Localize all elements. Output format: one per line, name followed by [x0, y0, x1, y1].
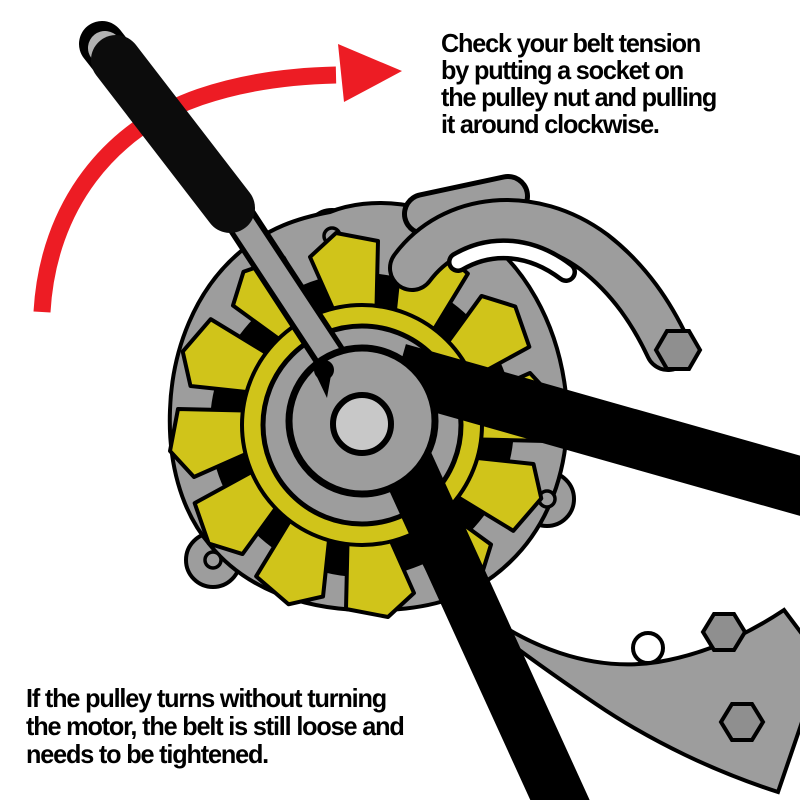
belt-upper-run	[390, 344, 800, 516]
socket-on-nut	[330, 392, 394, 456]
text-line: Check your belt tension	[441, 28, 701, 58]
wrench-handle	[91, 35, 255, 233]
belt-lower-run	[379, 446, 590, 800]
instruction-check-tension: Check your belt tension by putting a soc…	[441, 28, 717, 139]
bracket-strap	[392, 202, 688, 368]
bracket-hole	[631, 631, 665, 665]
hex-bolt-icon	[700, 612, 748, 652]
text-line: it around clockwise.	[441, 109, 660, 139]
text-line: by putting a socket on	[441, 55, 684, 85]
bolt-hole	[203, 550, 223, 570]
hex-bolt-icon	[653, 329, 703, 371]
mounting-bracket-bottom	[455, 593, 800, 795]
ratchet-wrench	[79, 21, 439, 498]
bracket-arm	[455, 593, 800, 795]
instruction-loose-belt: If the pulley turns without turning the …	[26, 683, 405, 769]
ratchet-release-tail	[317, 375, 331, 398]
arrow-head-icon	[338, 44, 402, 102]
ratchet-release-button	[314, 360, 334, 380]
bracket-slot	[451, 242, 573, 279]
text-line: If the pulley turns without turning	[26, 683, 387, 713]
adjustment-bracket-top	[388, 174, 703, 372]
drive-belt	[379, 344, 800, 800]
text-line: the motor, the belt is still loose and	[26, 711, 405, 741]
text-line: the pulley nut and pulling	[441, 82, 717, 112]
fan-blades	[168, 231, 556, 619]
text-line: needs to be tightened.	[26, 739, 269, 769]
hex-bolt-icon	[718, 702, 766, 742]
